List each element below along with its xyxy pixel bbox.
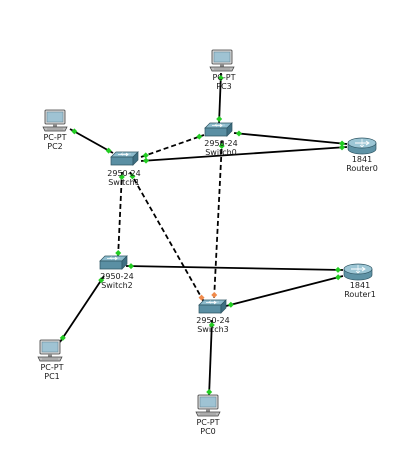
port-switch1-to-switch3 [129,173,136,180]
link-switch1-switch0[interactable] [140,134,205,158]
link-switch1-switch3[interactable] [129,171,205,303]
port-switch3-to-switch0 [211,292,218,299]
device-model-label: PC-PT [196,418,219,427]
switch-icon [204,122,233,137]
port-switch2-to-router1 [127,263,134,270]
device-model-label: 2950-24 [100,272,133,281]
pc-icon [37,339,63,362]
link-switch2-pc1[interactable] [59,275,105,343]
switch-icon [198,299,227,314]
port-switch3-to-pc0 [208,321,215,328]
port-switch3-to-router1 [227,301,234,308]
port-pc2-to-switch1 [71,128,78,135]
device-name-label: PC1 [44,372,60,381]
link-switch2-router1[interactable] [125,265,344,271]
device-name-label: Switch0 [205,148,237,157]
device-model-label: PC-PT [43,133,66,142]
switch-icon [99,255,128,270]
device-name-label: PC2 [47,142,63,151]
pc-icon [195,394,221,417]
link-switch1-router0[interactable] [140,146,348,162]
port-router0-to-switch0 [339,140,346,147]
port-pc3-to-switch0 [217,74,224,81]
device-model-label: 1841 [350,281,370,290]
device-name-label: Switch2 [101,281,133,290]
device-model-label: 2950-24 [107,169,140,178]
links-layer [59,72,348,398]
port-pc0-to-switch3 [206,389,213,396]
port-router1-to-switch3 [335,274,342,281]
device-model-label: 2950-24 [196,316,229,325]
link-switch1-switch2[interactable] [117,171,123,259]
pc-icon [209,49,235,72]
device-model-label: 2950-24 [204,139,237,148]
port-switch1-to-router0 [142,157,149,164]
pc-icon [42,109,68,132]
link-switch3-router1[interactable] [225,275,344,307]
port-switch0-to-switch3 [218,142,225,149]
device-name-label: Router1 [344,290,376,299]
port-switch1-to-switch2 [118,173,125,180]
device-model-label: PC-PT [40,363,63,372]
device-name-label: Switch1 [108,178,140,187]
port-switch2-to-pc1 [98,277,105,284]
switch-icon [110,151,139,166]
port-switch3-to-switch1 [198,294,205,301]
device-name-label: Router0 [346,164,378,173]
device-name-label: Switch3 [197,325,229,334]
port-switch2-to-switch1 [115,250,122,257]
link-switch0-switch3[interactable] [213,140,223,301]
port-switch0-to-switch1 [196,133,203,140]
port-router0-to-switch1 [339,144,346,151]
port-switch1-to-switch0 [142,152,149,159]
port-pc1-to-switch2 [59,334,66,341]
router-icon [347,137,377,155]
link-switch0-router0[interactable] [233,132,348,145]
ports-layer [59,74,346,396]
device-model-label: 1841 [352,155,372,164]
port-router1-to-switch2 [335,266,342,273]
link-pc3-switch0[interactable] [218,72,222,125]
link-pc2-switch1[interactable] [69,128,114,154]
router-icon [343,263,373,281]
device-name-label: PC3 [216,82,232,91]
link-switch3-pc0[interactable] [208,319,213,398]
port-switch0-to-router0 [235,130,242,137]
port-switch1-to-pc2 [105,147,112,154]
device-model-label: PC-PT [212,73,235,82]
port-switch0-to-pc3 [216,116,223,123]
device-name-label: PC0 [200,427,216,436]
